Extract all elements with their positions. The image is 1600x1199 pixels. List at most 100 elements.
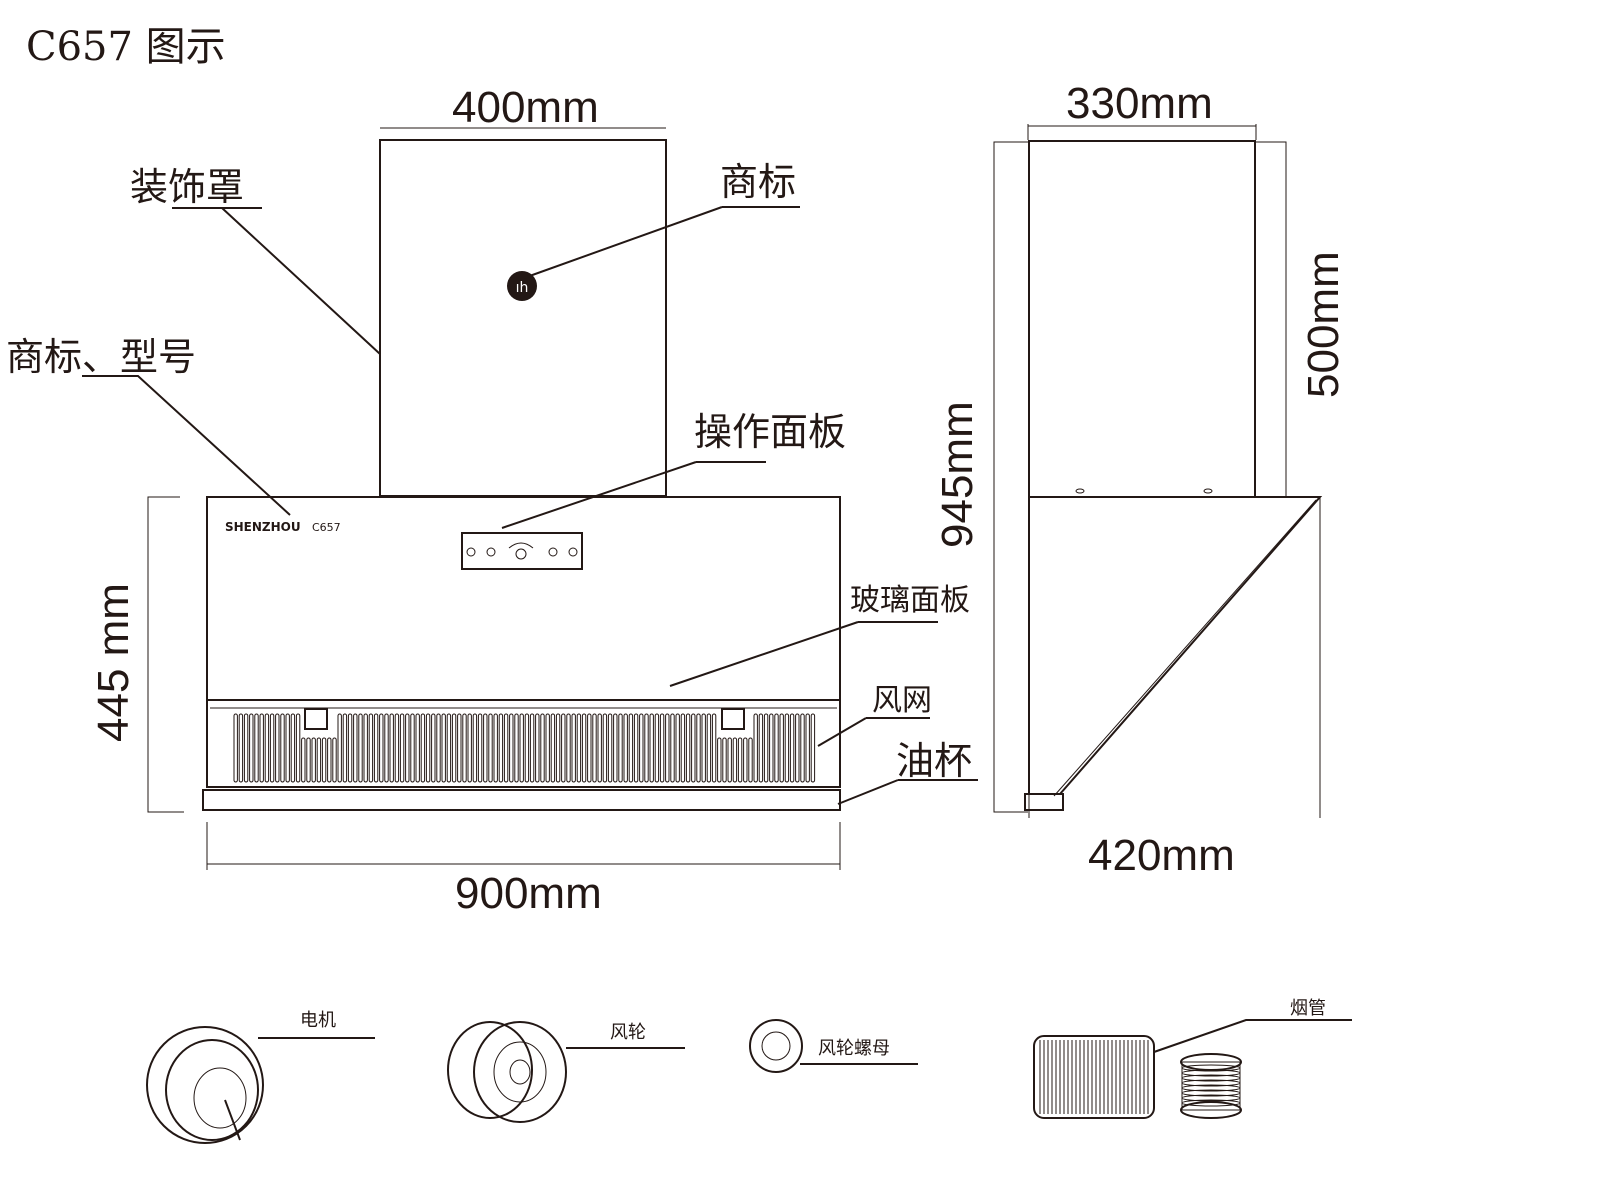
grille-slat — [316, 737, 322, 783]
grille-slat — [654, 713, 660, 783]
grille-slat — [431, 713, 436, 783]
grille-slat — [472, 713, 478, 783]
grille-slat — [493, 713, 498, 783]
grille-slat — [685, 713, 691, 783]
grille-slat — [342, 713, 348, 783]
grille-slat — [670, 713, 675, 783]
grille-slat — [789, 713, 795, 783]
side-view: 330mm 500mm 945mm 420mm — [933, 79, 1348, 880]
hood-body — [206, 496, 841, 788]
control-panel — [461, 532, 583, 570]
grille-slat — [243, 713, 249, 783]
grille-slat — [446, 713, 452, 783]
grille-slat — [259, 713, 264, 783]
grille-slat — [249, 713, 254, 783]
grille-slat — [701, 713, 706, 783]
grille-slat — [763, 713, 769, 783]
motor-icon — [146, 1026, 264, 1144]
grille-slat — [405, 713, 410, 783]
grille-slat — [784, 713, 790, 783]
grille-slat — [571, 713, 576, 783]
callout-oil-cup: 油杯 — [896, 739, 972, 783]
grille-slat — [529, 713, 535, 783]
grille-slat — [238, 713, 244, 783]
dim-total-height: 945mm — [933, 401, 982, 548]
grille-slat — [295, 713, 301, 783]
grille-slat — [514, 713, 519, 783]
grille-slat — [711, 713, 717, 783]
grille-slat — [280, 713, 285, 783]
grille-slat — [290, 713, 296, 783]
grille-slat — [618, 713, 623, 783]
grille-slat — [810, 713, 816, 783]
callout-control-panel: 操作面板 — [694, 410, 846, 454]
grille-slat — [592, 713, 597, 783]
grille-slat — [321, 737, 327, 783]
grille-slat — [415, 713, 420, 783]
dim-line-total-height — [993, 141, 1028, 813]
grille-slat — [368, 713, 374, 783]
part-impeller-label: 风轮 — [610, 1022, 646, 1043]
pipe-coil — [1181, 1094, 1241, 1102]
front-view: 400mm ıh SHENZHOU C657 445 mm 900mm 装饰罩 … — [6, 83, 978, 918]
part-impeller-nut-label: 风轮螺母 — [818, 1038, 890, 1059]
grille-slat — [451, 713, 457, 783]
callout-decor-cover: 装饰罩 — [130, 165, 244, 209]
grille-clip-left — [304, 708, 328, 730]
grille-slat — [311, 737, 316, 783]
grille-slat — [800, 713, 805, 783]
grille-slat — [363, 713, 368, 783]
grille-slat — [649, 713, 654, 783]
callout-logo-model: 商标、型号 — [6, 335, 196, 379]
grille-slat — [353, 713, 358, 783]
grille-clip-right — [721, 708, 745, 730]
grille-slat — [467, 713, 472, 783]
grille-slat — [623, 713, 628, 783]
dim-line-body-height — [147, 496, 184, 813]
pipe-coil — [1181, 1089, 1241, 1097]
grille-slat — [301, 737, 306, 783]
grille-slat — [425, 713, 431, 783]
grille-slat — [722, 737, 727, 783]
grille-slat — [706, 713, 712, 783]
grille-slat — [254, 713, 259, 783]
grille-slat — [581, 713, 587, 783]
pipe-coil — [1181, 1064, 1241, 1072]
grille-slat — [462, 713, 467, 783]
grille-slat — [332, 737, 337, 783]
dim-line-chimney-height — [1256, 141, 1287, 497]
diagram-title: C657 图示 — [26, 24, 226, 70]
grille-slat — [436, 713, 441, 783]
grille-slat — [748, 737, 753, 783]
callout-grille: 风网 — [872, 683, 932, 718]
grille-slat — [394, 713, 400, 783]
callout-glass-panel: 玻璃面板 — [850, 583, 970, 618]
grille-slat — [607, 713, 613, 783]
grille-slat — [628, 713, 634, 783]
grille-slat — [753, 713, 758, 783]
pipe-coil — [1181, 1074, 1241, 1082]
grille-slat — [555, 713, 561, 783]
grille-slat — [535, 713, 540, 783]
side-body — [1028, 496, 1323, 795]
grille-slat — [379, 713, 384, 783]
grille-slat — [545, 713, 550, 783]
grille-slat — [774, 713, 779, 783]
grille-slat — [488, 713, 493, 783]
grille-slat — [717, 737, 722, 783]
grille-slat — [644, 713, 649, 783]
grille-slat — [269, 713, 275, 783]
dim-top-width: 400mm — [452, 83, 599, 132]
grille-slat — [503, 713, 509, 783]
grille-slat — [587, 713, 592, 783]
part-exhaust-pipe-label: 烟管 — [1290, 998, 1326, 1019]
side-oil-cup — [1024, 793, 1064, 811]
grille-slat — [597, 713, 602, 783]
grille-slat — [743, 737, 748, 783]
grille-slat — [696, 713, 701, 783]
grille-slat — [509, 713, 514, 783]
grille-slat — [769, 713, 774, 783]
grille-slat — [727, 737, 732, 783]
grille-slat — [665, 713, 670, 783]
side-chimney — [1028, 140, 1256, 498]
